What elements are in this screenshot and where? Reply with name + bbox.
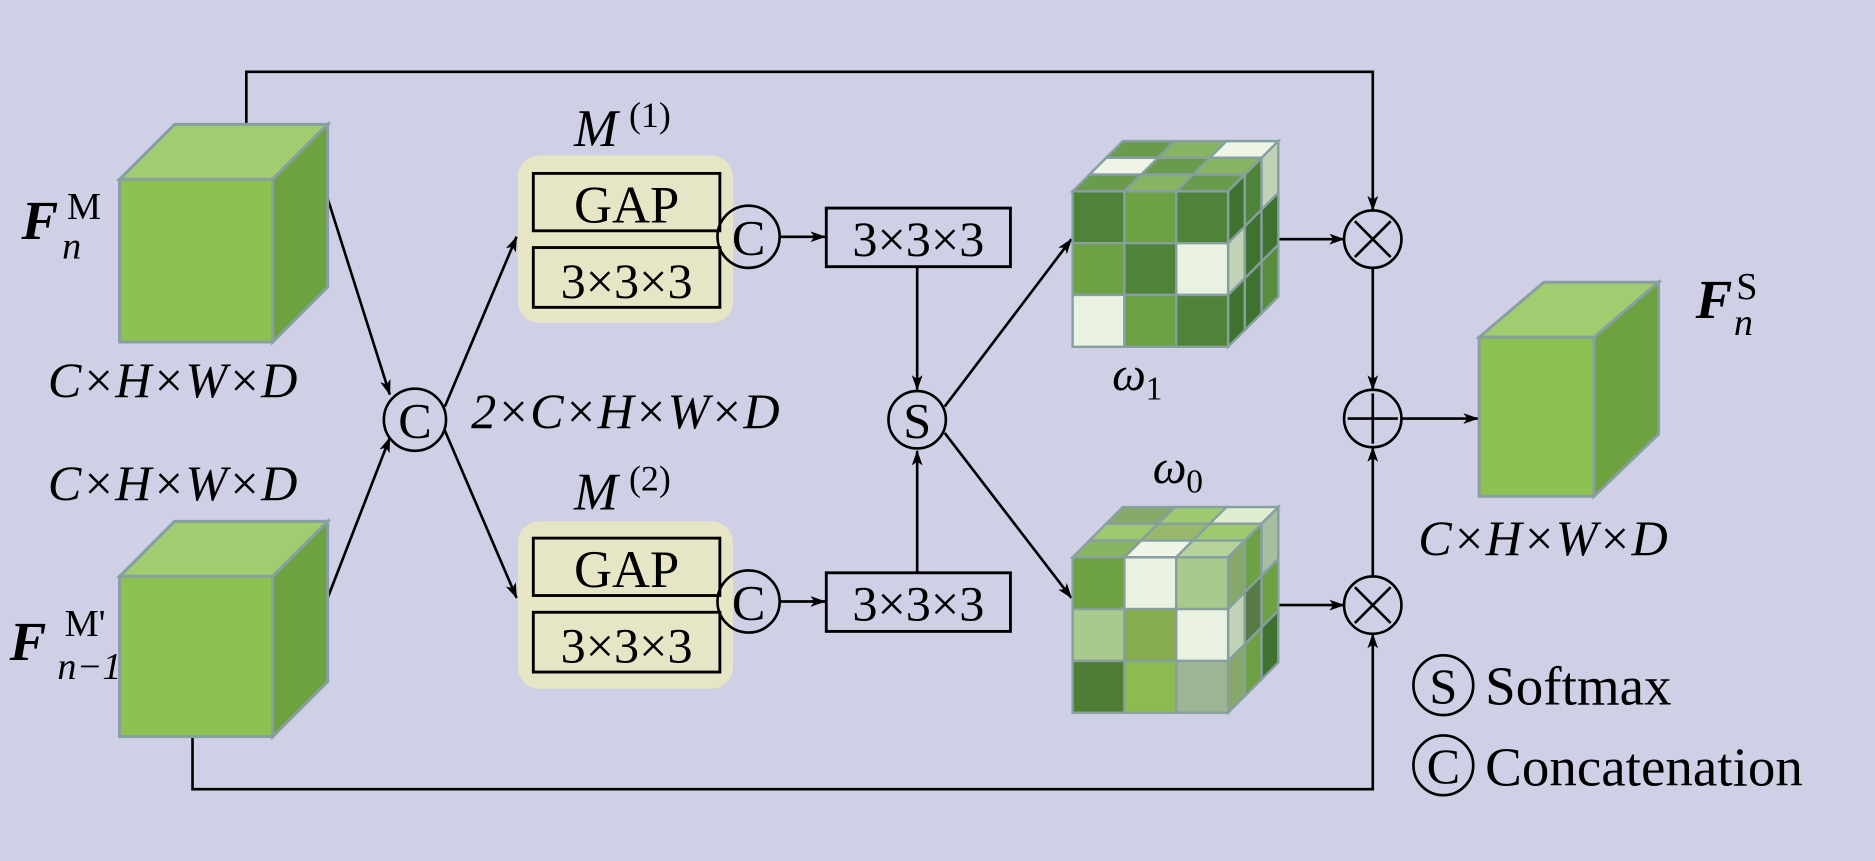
weight-cell-front <box>1071 556 1126 611</box>
arrow-concat-to-m1 <box>443 236 518 408</box>
svg-text:S: S <box>1429 658 1457 714</box>
weight-cell-front <box>1071 190 1126 245</box>
input-bottom-subscript: n−1 <box>57 646 121 688</box>
branch-m1-post-conv-box <box>824 206 1012 269</box>
weight-w1-subscript: 1 <box>1146 370 1163 407</box>
weight-cell-front <box>1175 607 1230 663</box>
weight-cell-front <box>1123 241 1178 297</box>
branch-m1-conv-label: 3×3×3 <box>561 253 693 309</box>
branch-m2: M (2) GAP 3×3×3 C 3×3×3 <box>517 458 1012 689</box>
legend: S Softmax C Concatenation <box>1412 653 1803 798</box>
branch-m2-gap-box <box>531 536 722 597</box>
weight-cell-side <box>1260 241 1280 317</box>
skip-line-bottom <box>191 633 1379 791</box>
input-cube-bottom <box>115 517 332 741</box>
weight-cell-front <box>1123 556 1178 611</box>
arrow-softmax-to-w1 <box>943 238 1073 408</box>
weight-cell-front <box>1071 241 1126 297</box>
weight-cell-side <box>1260 607 1280 683</box>
input-top-subscript: n <box>62 225 81 267</box>
branch-m1-concat-node <box>716 204 781 270</box>
concat-node-main: C <box>382 387 448 453</box>
svg-text:C: C <box>732 210 766 266</box>
input-bottom-shape-label: C×H×W×D <box>48 455 298 511</box>
concat-symbol-icon <box>1412 734 1475 797</box>
branch-m1-conv-box <box>531 246 722 309</box>
weight-cell-front <box>1175 241 1230 297</box>
branch-m2-concat-node <box>716 569 781 634</box>
svg-text:C: C <box>398 393 432 449</box>
input-bottom-label: F <box>9 611 47 672</box>
weight-cell-front <box>1071 293 1126 348</box>
legend-softmax-label: Softmax <box>1485 655 1671 716</box>
weight-cell-front <box>1071 659 1126 714</box>
input-cube-top <box>115 120 332 346</box>
output-shape-label: C×H×W×D <box>1418 510 1668 566</box>
input-bottom-superscript: M' <box>65 603 106 645</box>
output-subscript: n <box>1734 302 1753 344</box>
concat-shape-label: 2×C×H×W×D <box>471 383 780 439</box>
output-superscript: S <box>1736 266 1757 308</box>
branch-m1-title: M <box>573 100 621 158</box>
softmax-symbol-icon <box>1412 653 1475 717</box>
weight-cell-front <box>1071 607 1126 663</box>
branch-m2-title-sup: (2) <box>629 458 671 498</box>
branch-m1: M (1) GAP 3×3×3 C 3×3×3 <box>517 95 1012 323</box>
branch-m2-block <box>517 521 734 689</box>
legend-item-softmax: S Softmax <box>1412 653 1672 717</box>
add-node <box>1342 388 1403 449</box>
weight-cube-w1 <box>1069 138 1282 350</box>
weight-cell-front <box>1123 607 1178 663</box>
output-cube <box>1475 278 1663 500</box>
branch-m1-gap-label: GAP <box>574 176 679 234</box>
multiply-node-bottom <box>1342 575 1403 636</box>
arrow-top-to-concat <box>326 198 392 396</box>
input-top-superscript: M <box>67 186 101 228</box>
softmax-node: S <box>887 389 948 450</box>
weight-cell-front <box>1175 190 1230 245</box>
arrow-bottom-to-concat <box>326 436 392 599</box>
legend-concatenation-label: Concatenation <box>1485 737 1803 798</box>
branch-m2-gap-label: GAP <box>574 541 679 599</box>
branch-m2-conv-label: 3×3×3 <box>561 617 693 673</box>
weight-w0-subscript: 0 <box>1186 464 1203 501</box>
branch-m2-conv-box <box>531 610 722 674</box>
skip-line-top <box>245 70 1379 212</box>
weight-cube-w0 <box>1069 504 1282 716</box>
branch-m1-post-conv-label: 3×3×3 <box>852 211 984 267</box>
weight-cell-front <box>1175 659 1230 714</box>
weight-cell-front <box>1123 659 1178 714</box>
branch-m1-gap-box <box>531 171 722 233</box>
input-top-shape-label: C×H×W×D <box>48 352 298 408</box>
branch-m2-title: M <box>573 463 621 521</box>
svg-text:S: S <box>903 393 931 449</box>
output-label: F <box>1695 269 1733 330</box>
weight-cell-front <box>1175 293 1230 348</box>
branch-m1-title-sup: (1) <box>629 95 671 135</box>
svg-text:C: C <box>732 574 766 630</box>
arrow-softmax-to-w0 <box>943 432 1073 599</box>
arrow-concat-to-m2 <box>443 429 518 599</box>
weight-w1-label: ω <box>1112 348 1146 401</box>
branch-m1-block <box>517 155 734 323</box>
weight-cell-front <box>1123 190 1178 245</box>
weight-cell-front <box>1175 556 1230 611</box>
branch-m2-post-conv-box <box>824 571 1012 633</box>
branch-m2-post-conv-label: 3×3×3 <box>852 576 984 632</box>
svg-text:C: C <box>1427 738 1460 794</box>
legend-item-concatenation: C Concatenation <box>1412 734 1803 798</box>
weight-cell-front <box>1123 293 1178 348</box>
weight-w0-label: ω <box>1153 441 1187 494</box>
multiply-node-top <box>1342 209 1403 270</box>
input-top-label: F <box>21 190 59 251</box>
